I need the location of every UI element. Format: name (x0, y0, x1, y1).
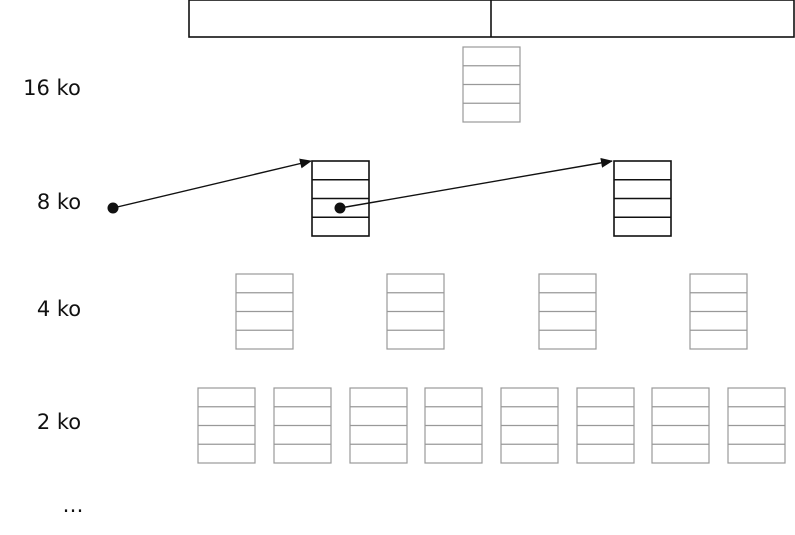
memory-block-4ko-3 (538, 273, 597, 350)
memory-block-2ko-2 (273, 387, 332, 464)
memory-block-4ko-4 (689, 273, 748, 350)
level-label-2ko: 2 ko (37, 410, 81, 434)
level-label-8ko: 8 ko (37, 190, 81, 214)
ellipsis-more-levels: … (63, 493, 84, 517)
level-label-4ko: 4 ko (37, 297, 81, 321)
top-memory-bar (188, 0, 795, 38)
memory-block-8ko-1 (311, 160, 370, 237)
memory-block-2ko-1 (197, 387, 256, 464)
memory-block-2ko-5 (500, 387, 559, 464)
memory-block-8ko-2 (613, 160, 672, 237)
free-list-pointers (107, 157, 613, 214)
memory-block-2ko-3 (349, 387, 408, 464)
memory-block-16ko-1 (462, 46, 521, 123)
pointer-arrow-2 (339, 157, 613, 209)
memory-block-2ko-4 (424, 387, 483, 464)
memory-block-2ko-8 (727, 387, 786, 464)
pointer-arrow-1 (112, 158, 312, 209)
memory-block-2ko-6 (576, 387, 635, 464)
memory-block-2ko-7 (651, 387, 710, 464)
memory-block-4ko-2 (386, 273, 445, 350)
level-label-16ko: 16 ko (23, 76, 81, 100)
memory-block-4ko-1 (235, 273, 294, 350)
